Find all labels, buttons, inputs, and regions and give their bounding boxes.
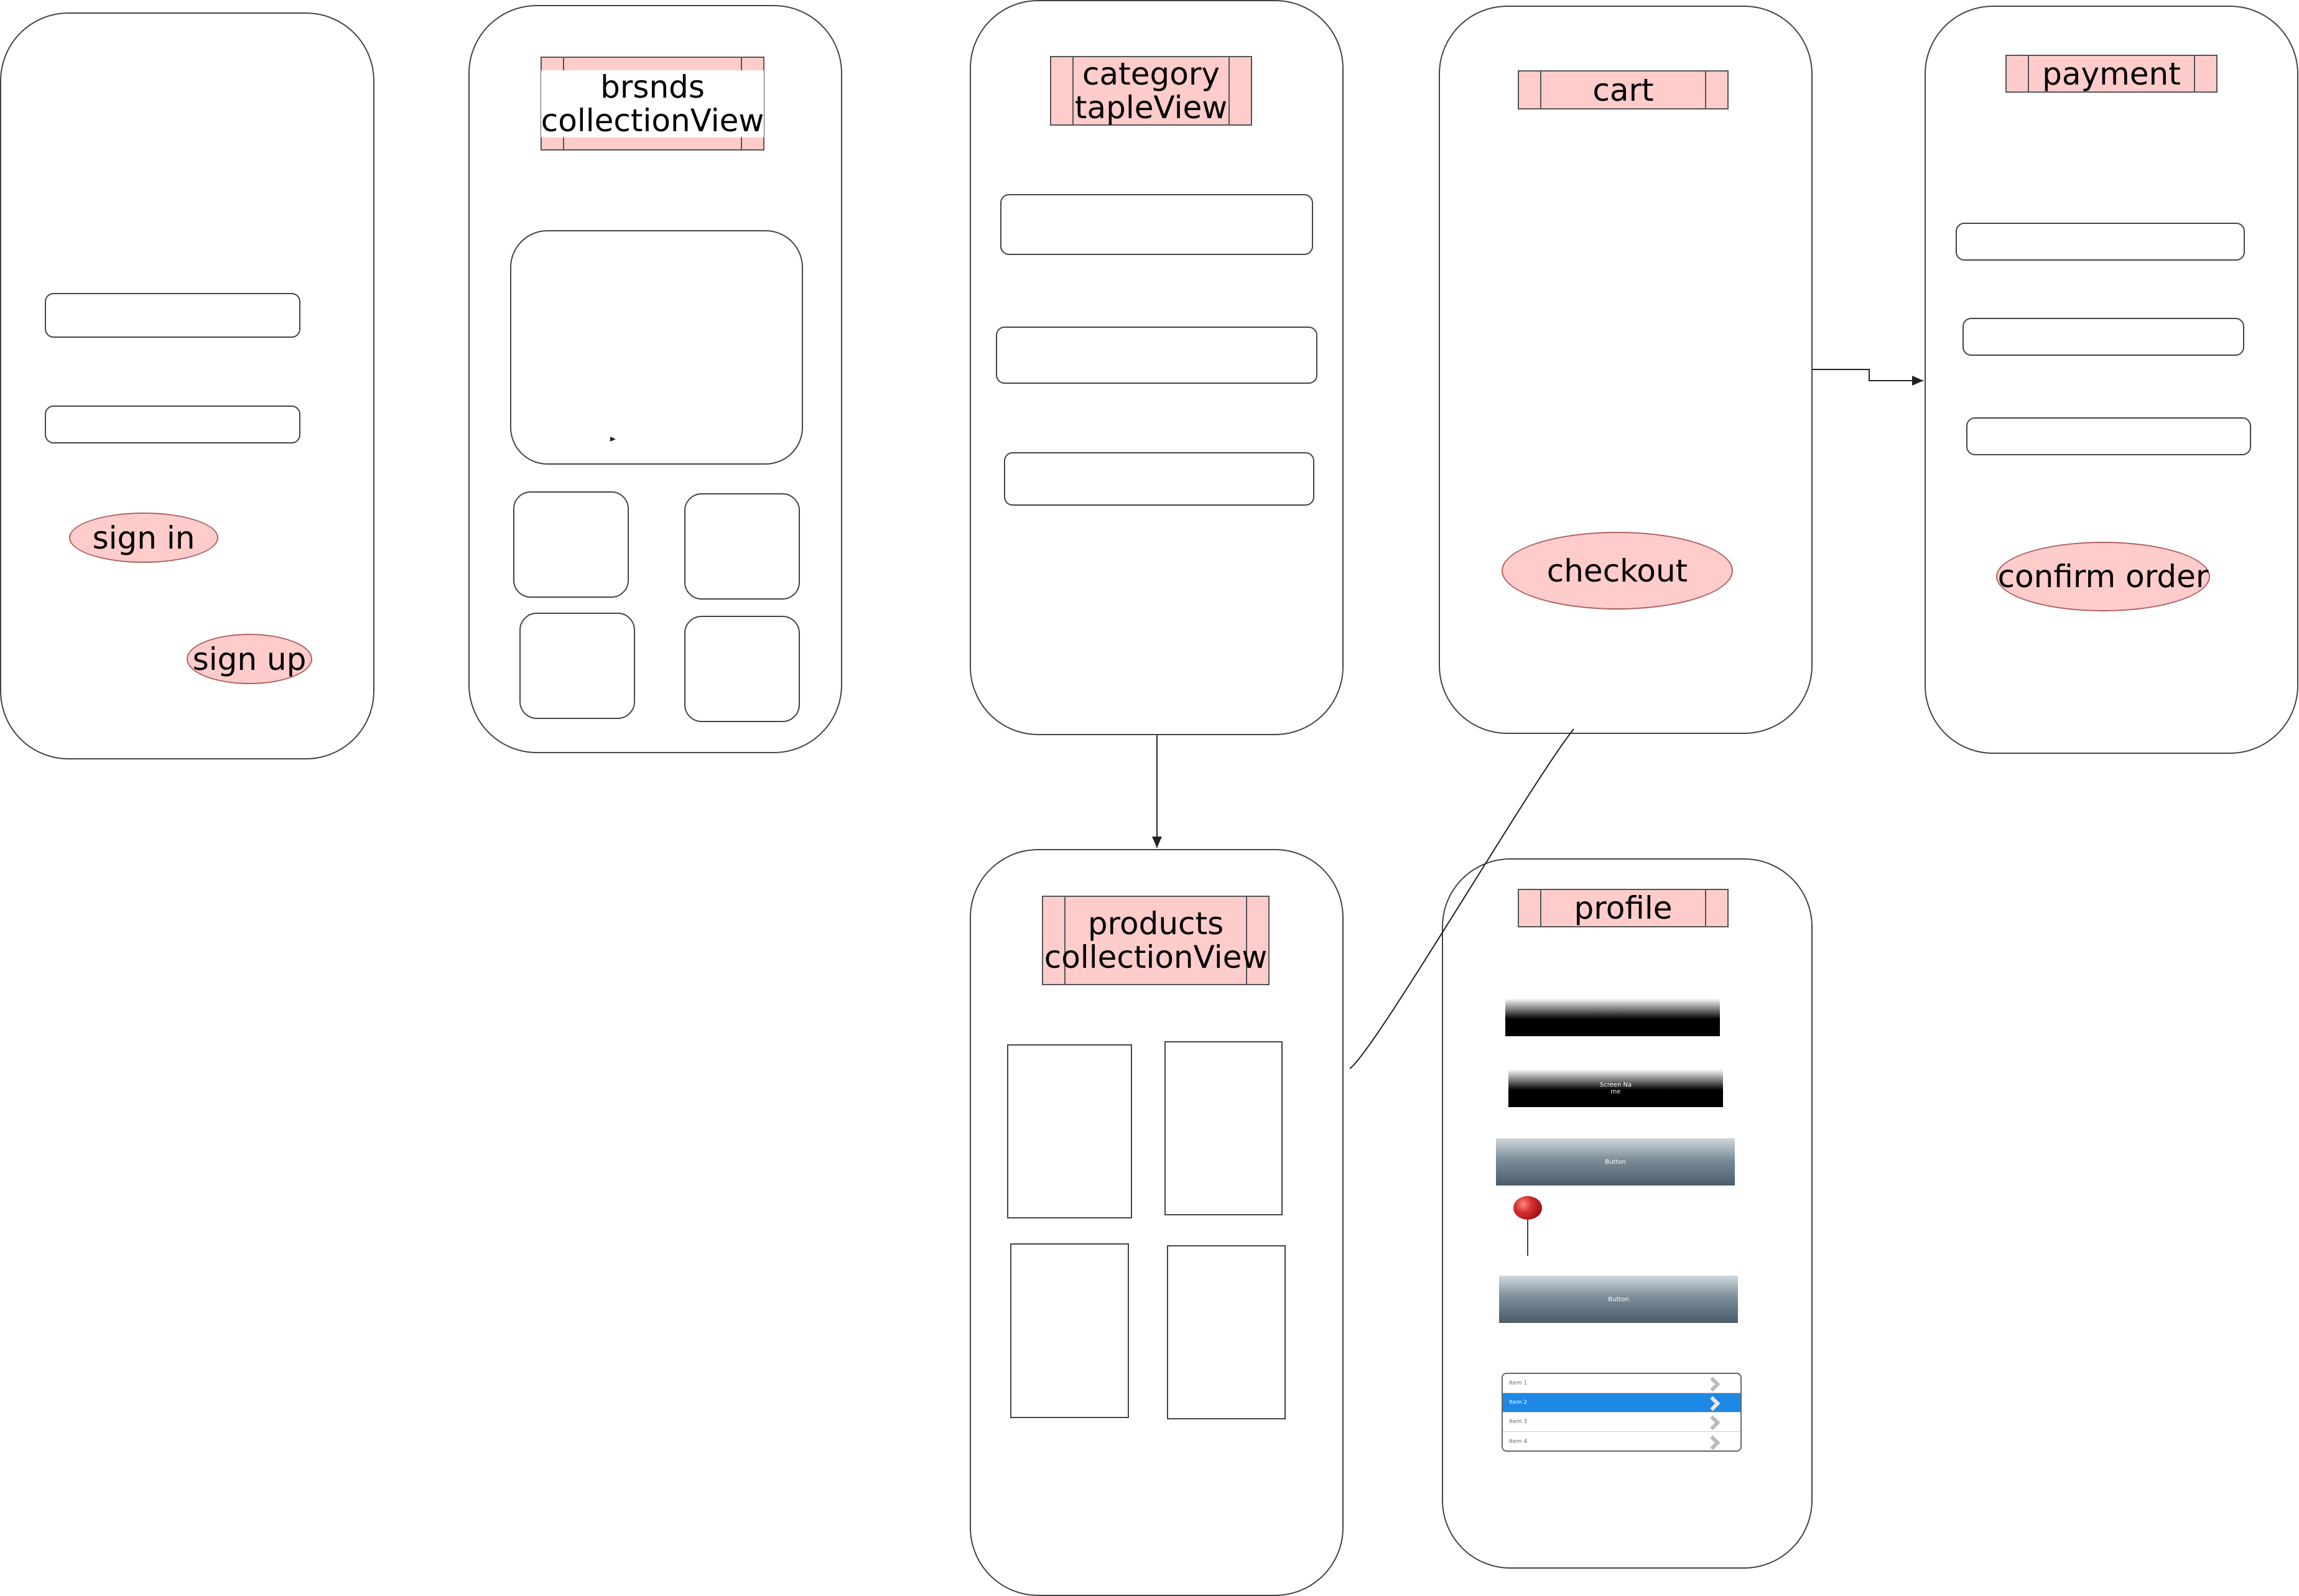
confirm-order-button[interactable]: confirm order bbox=[1996, 542, 2210, 611]
cart-title-text: cart bbox=[1592, 72, 1654, 108]
list-item-label: Item 3 bbox=[1509, 1419, 1528, 1425]
category-row[interactable] bbox=[1004, 452, 1314, 506]
navigation-bar: Screen Na bbox=[1505, 998, 1720, 1036]
profile-button-label: Button bbox=[1608, 1296, 1629, 1303]
sign-up-label: sign up bbox=[192, 641, 307, 677]
product-cell[interactable] bbox=[1010, 1243, 1129, 1418]
sign-in-label: sign in bbox=[92, 519, 195, 556]
profile-button-label: Button bbox=[1605, 1158, 1626, 1166]
products-title-text: products collectionView bbox=[1044, 906, 1268, 975]
brand-cell[interactable] bbox=[519, 613, 635, 719]
profile-list: Item 1 Item 2 Item 3 Item 4 bbox=[1502, 1373, 1742, 1452]
product-cell[interactable] bbox=[1164, 1041, 1283, 1215]
category-title: category tapleView bbox=[1050, 56, 1252, 126]
list-item[interactable]: Item 3 bbox=[1503, 1413, 1740, 1432]
brand-cell[interactable] bbox=[684, 493, 800, 600]
cart-to-payment-arrow bbox=[1813, 369, 1923, 386]
list-item-label: Item 2 bbox=[1509, 1399, 1528, 1406]
payment-field[interactable] bbox=[1966, 417, 2251, 455]
confirm-order-label: confirm order bbox=[1997, 559, 2209, 595]
profile-screen: profile Screen Na Screen Na me Button Bu… bbox=[1442, 858, 1813, 1569]
payment-field[interactable] bbox=[1956, 223, 2245, 261]
login-screen: sign in sign up bbox=[0, 12, 374, 759]
brands-title: brsnds collectionView bbox=[541, 57, 764, 151]
profile-title: profile bbox=[1518, 889, 1729, 927]
brand-cell[interactable] bbox=[684, 616, 800, 722]
payment-screen: payment confirm order bbox=[1925, 6, 2298, 754]
navigation-bar: Screen Na me bbox=[1508, 1069, 1723, 1107]
product-cell[interactable] bbox=[1007, 1044, 1132, 1218]
cart-title: cart bbox=[1518, 70, 1729, 109]
list-item[interactable]: Item 4 bbox=[1503, 1432, 1740, 1450]
sign-in-button[interactable]: sign in bbox=[69, 513, 218, 563]
navigation-bar-label: Screen Na bbox=[1596, 1014, 1629, 1021]
list-item-label: Item 1 bbox=[1509, 1380, 1528, 1386]
profile-button[interactable]: Button bbox=[1496, 1138, 1735, 1185]
category-title-text: category tapleView bbox=[1074, 56, 1228, 126]
list-item[interactable]: Item 2 bbox=[1503, 1393, 1740, 1413]
category-row[interactable] bbox=[1000, 194, 1313, 255]
brands-title-text: brsnds collectionView bbox=[541, 68, 764, 139]
brand-cell[interactable] bbox=[513, 491, 629, 598]
products-to-cart-curve bbox=[1349, 728, 1574, 1069]
payment-title: payment bbox=[2005, 55, 2218, 93]
map-pin-icon bbox=[1513, 1196, 1544, 1258]
cart-screen: cart checkout bbox=[1439, 6, 1813, 734]
products-title: products collectionView bbox=[1042, 896, 1270, 985]
username-field[interactable] bbox=[45, 293, 300, 338]
brands-screen: brsnds collectionView bbox=[468, 5, 842, 753]
navigation-bar-label: Screen Na me bbox=[1599, 1081, 1632, 1095]
category-row[interactable] bbox=[996, 327, 1317, 384]
payment-field[interactable] bbox=[1962, 318, 2244, 356]
brands-banner-card[interactable] bbox=[510, 230, 803, 465]
checkout-button[interactable]: checkout bbox=[1502, 532, 1733, 610]
products-screen: products collectionView bbox=[970, 849, 1344, 1596]
list-item[interactable]: Item 1 bbox=[1503, 1374, 1740, 1393]
payment-title-text: payment bbox=[2042, 55, 2181, 92]
list-item-label: Item 4 bbox=[1509, 1438, 1528, 1445]
play-arrow-icon bbox=[610, 437, 616, 442]
profile-button[interactable]: Button bbox=[1499, 1276, 1738, 1323]
profile-title-text: profile bbox=[1574, 890, 1673, 926]
password-field[interactable] bbox=[45, 406, 300, 443]
category-screen: category tapleView bbox=[970, 0, 1344, 735]
sign-up-button[interactable]: sign up bbox=[187, 634, 312, 684]
product-cell[interactable] bbox=[1167, 1245, 1286, 1419]
checkout-label: checkout bbox=[1546, 552, 1688, 589]
